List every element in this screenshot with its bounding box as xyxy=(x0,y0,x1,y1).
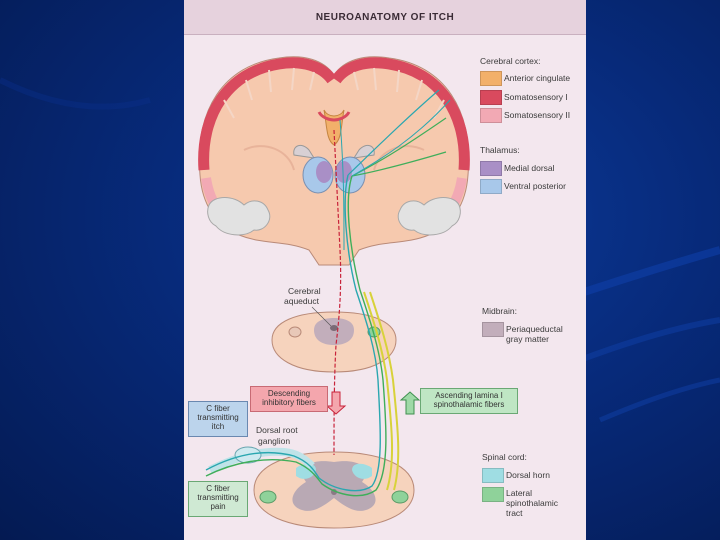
legend-lst-line1: Lateral xyxy=(506,488,532,498)
legend-ventral-posterior: Ventral posterior xyxy=(504,181,566,191)
swatch-dorsal-horn xyxy=(482,468,504,483)
ascending-line2: spinothalamic fibers xyxy=(421,400,517,409)
legend-cortex-heading: Cerebral cortex: xyxy=(480,56,540,66)
drg-label-line1: Dorsal root xyxy=(256,425,298,435)
drg-label-line2: ganglion xyxy=(258,436,290,446)
legend-pag-line2: gray matter xyxy=(506,334,549,344)
spinal-cord-section xyxy=(254,452,414,528)
c-itch-line1: C fiber xyxy=(189,404,247,413)
descending-line2: inhibitory fibers xyxy=(251,398,327,407)
swatch-anterior-cingulate xyxy=(480,71,502,86)
midbrain-section xyxy=(272,312,396,372)
descending-arrow-icon xyxy=(327,392,345,414)
swatch-periaqueductal-gray xyxy=(482,322,504,337)
swatch-somatosensory-2 xyxy=(480,108,502,123)
c-pain-line3: pain xyxy=(189,502,247,511)
swatch-medial-dorsal xyxy=(480,161,502,176)
c-itch-line2: transmitting xyxy=(189,413,247,422)
legend-medial-dorsal: Medial dorsal xyxy=(504,163,555,173)
legend-somatosensory-2: Somatosensory II xyxy=(504,110,570,120)
swatch-somatosensory-1 xyxy=(480,90,502,105)
aqueduct-label-line2: aqueduct xyxy=(284,296,319,306)
ascending-line1: Ascending lamina I xyxy=(421,391,517,400)
aqueduct-label-line1: Cerebral xyxy=(288,286,321,296)
legend-lst-line2: spinothalamic xyxy=(506,498,558,508)
ascending-arrow-icon xyxy=(401,392,419,414)
legend-pag-line1: Periaqueductal xyxy=(506,324,563,334)
legend-anterior-cingulate: Anterior cingulate xyxy=(504,73,570,83)
c-pain-line1: C fiber xyxy=(189,484,247,493)
itch-neuroanatomy-figure: NEUROANATOMY OF ITCH xyxy=(184,0,586,540)
c-pain-line2: transmitting xyxy=(189,493,247,502)
legend-dorsal-horn: Dorsal horn xyxy=(506,470,550,480)
c-fiber-itch-box: C fiber transmitting itch xyxy=(188,401,248,437)
descending-fibers-box: Descending inhibitory fibers xyxy=(250,386,328,412)
brain-coronal-section xyxy=(199,57,469,265)
ascending-fibers-box: Ascending lamina I spinothalamic fibers xyxy=(420,388,518,414)
descending-line1: Descending xyxy=(251,389,327,398)
swatch-ventral-posterior xyxy=(480,179,502,194)
legend-somatosensory-1: Somatosensory I xyxy=(504,92,568,102)
legend-spinal-heading: Spinal cord: xyxy=(482,452,527,462)
c-itch-line3: itch xyxy=(189,422,247,431)
swatch-lateral-spinothalamic xyxy=(482,487,504,502)
legend-lst-line3: tract xyxy=(506,508,523,518)
legend-thalamus-heading: Thalamus: xyxy=(480,145,520,155)
c-fiber-pain-box: C fiber transmitting pain xyxy=(188,481,248,517)
legend-midbrain-heading: Midbrain: xyxy=(482,306,517,316)
